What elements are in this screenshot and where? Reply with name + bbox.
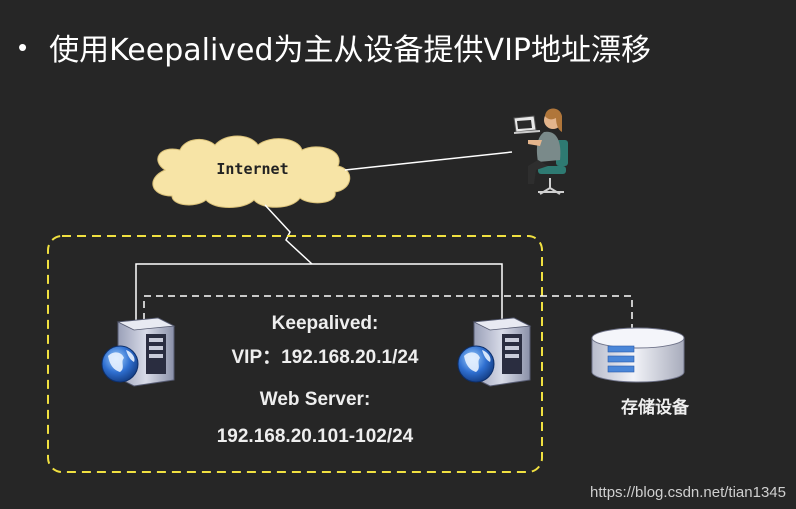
- slide-title-row: • 使用Keepalived为主从设备提供VIP地址漂移: [18, 22, 651, 72]
- internet-to-user-link: [344, 151, 513, 171]
- slide-title: 使用Keepalived为主从设备提供VIP地址漂移: [49, 33, 652, 68]
- web-server-ip-label: 192.168.20.101-102/24: [216, 426, 414, 447]
- user-laptop-icon: [513, 108, 568, 195]
- bullet-point: •: [18, 32, 28, 62]
- left-server-icon: [101, 317, 176, 387]
- storage-bus-line: [143, 295, 633, 330]
- lan-bus-line: [135, 263, 503, 320]
- web-server-label: Web Server:: [259, 389, 371, 410]
- storage-device-label: 存储设备: [621, 398, 689, 418]
- cluster-boundary: [47, 235, 543, 473]
- internet-cloud-icon: [152, 135, 351, 208]
- right-server-icon: [457, 317, 532, 387]
- internet-to-lan-link: [264, 204, 313, 265]
- keepalived-label: Keepalived:: [271, 313, 379, 334]
- vip-label: VIP：192.168.20.1/24: [231, 347, 419, 368]
- storage-device-icon: [591, 327, 685, 383]
- internet-label: Internet: [216, 160, 289, 178]
- watermark-text: https://blog.csdn.net/tian1345: [590, 484, 786, 501]
